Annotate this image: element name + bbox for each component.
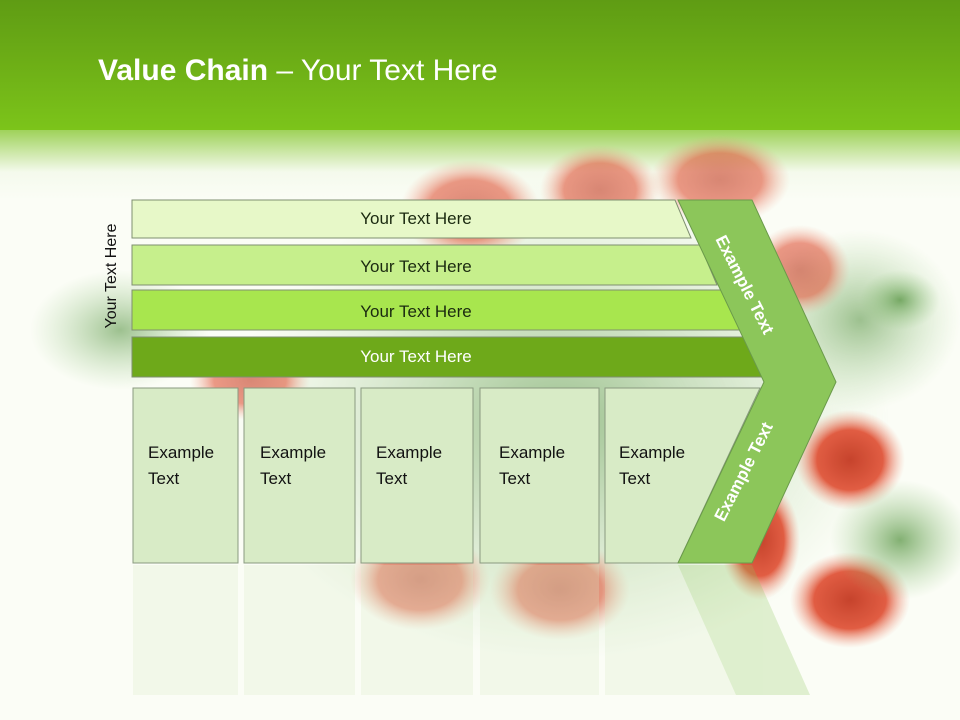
cell-4-line2: Text xyxy=(499,469,531,488)
cell-4-line1: Example xyxy=(499,443,566,462)
cell-3-line2: Text xyxy=(376,469,408,488)
cell-5-line2: Text xyxy=(619,469,651,488)
cell-1-line1: Example xyxy=(148,443,215,462)
cell-4 xyxy=(479,387,600,564)
header-band xyxy=(0,0,960,130)
bar-label-4: Your Text Here xyxy=(360,347,472,366)
bar-label-3: Your Text Here xyxy=(360,302,472,321)
chevron-arrow xyxy=(677,199,837,564)
cell-2 xyxy=(243,387,356,564)
chevron-reflection xyxy=(678,565,810,695)
cell-2-line1: Example xyxy=(260,443,327,462)
bar-label-1: Your Text Here xyxy=(360,209,472,228)
cell-3 xyxy=(360,387,474,564)
cell-2-line2: Text xyxy=(260,469,292,488)
cell-1 xyxy=(132,387,239,564)
cell-3-line1: Example xyxy=(376,443,443,462)
cell-4-reflection xyxy=(480,565,599,695)
page-title: Value Chain – Your Text Here xyxy=(98,54,498,88)
cell-5-reflection xyxy=(605,565,760,695)
bar-1 xyxy=(131,199,692,239)
bar-label-2: Your Text Here xyxy=(360,257,472,276)
title-bold: Value Chain xyxy=(98,54,269,87)
bar-2 xyxy=(131,244,718,286)
cell-1-line2: Text xyxy=(148,469,180,488)
cell-1-reflection xyxy=(133,565,238,695)
cell-2-reflection xyxy=(244,565,355,695)
title-rest: – Your Text Here xyxy=(268,54,498,87)
cell-5-line1: Example xyxy=(619,443,686,462)
cell-3-reflection xyxy=(361,565,473,695)
